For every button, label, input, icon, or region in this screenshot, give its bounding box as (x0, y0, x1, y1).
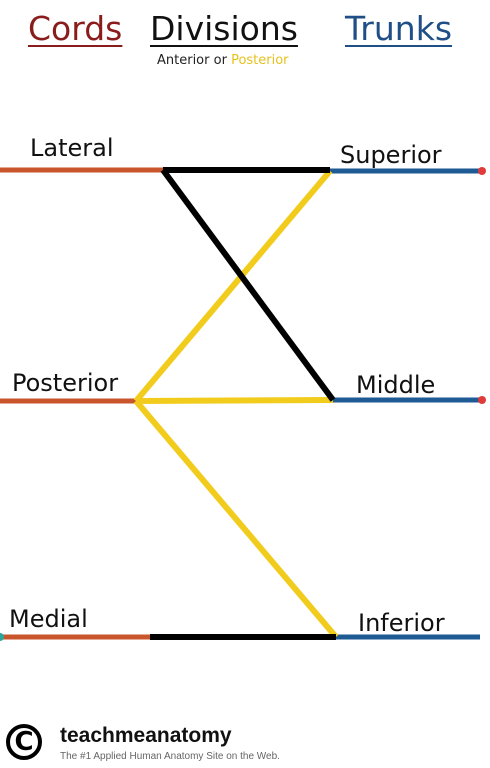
divisions-heading: Divisions (150, 9, 298, 48)
inferior-trunk-label: Inferior (358, 609, 445, 637)
legend-anterior: Anterior (157, 53, 210, 68)
middle-trunk-label: Middle (356, 371, 436, 399)
brand-tagline: The #1 Applied Human Anatomy Site on the… (60, 751, 280, 762)
anterior-division-lateral-middle (160, 168, 336, 402)
medial-start-dot (0, 633, 4, 641)
posterior-division-middle (135, 397, 334, 404)
trunks-heading: Trunks (345, 9, 453, 48)
footer: C teachmeanatomy The #1 Applied Human An… (0, 718, 490, 768)
brand-name: teachmeanatomy (60, 724, 232, 747)
legend-or: or (213, 53, 227, 68)
cords-heading: Cords (28, 9, 123, 48)
posterior-cord-label: Posterior (12, 369, 119, 397)
medial-cord-label: Medial (9, 605, 88, 633)
posterior-division-inferior (133, 399, 339, 639)
copyright-icon: C (6, 724, 42, 760)
middle-end-dot (478, 396, 486, 404)
legend-posterior: Posterior (231, 53, 289, 68)
superior-trunk-label: Superior (340, 141, 442, 169)
superior-end-dot (478, 167, 486, 175)
lateral-cord-label: Lateral (30, 134, 114, 162)
posterior-division-superior (133, 169, 333, 403)
header: Cords Divisions Trunks Anterior or Poste… (0, 10, 490, 70)
division-legend: Anterior or Posterior (157, 53, 289, 68)
